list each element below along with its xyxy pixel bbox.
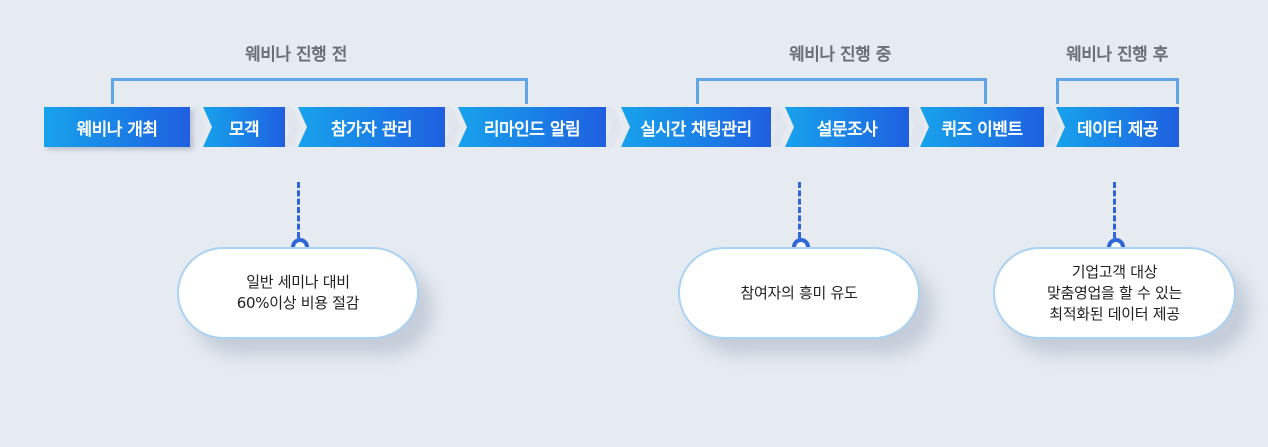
- chevron-separator-icon: [442, 107, 460, 147]
- chevron-separator-icon: [1042, 107, 1060, 147]
- phase-bracket-during: [696, 78, 987, 104]
- step-data-provision: 데이터 제공: [1056, 107, 1179, 147]
- step-participant-management: 참가자 관리: [298, 107, 445, 147]
- step-label: 실시간 채팅관리: [640, 119, 752, 140]
- chevron-separator-icon: [604, 107, 622, 147]
- step-survey: 설문조사: [785, 107, 909, 147]
- chevron-separator-icon: [769, 107, 787, 147]
- benefit-bubble-data: 기업고객 대상 맞춤영업을 할 수 있는 최적화된 데이터 제공: [993, 247, 1236, 339]
- phase-bracket-after: [1056, 78, 1179, 104]
- step-live-chat-management: 실시간 채팅관리: [621, 107, 771, 147]
- step-label: 모객: [228, 119, 260, 140]
- step-label: 웨비나 개최: [76, 119, 158, 140]
- benefit-line: 기업고객 대상: [1071, 262, 1158, 281]
- benefit-line: 60%이상 비용 절감: [236, 294, 360, 312]
- step-label: 리마인드 알림: [483, 119, 581, 140]
- step-recruitment: 모객: [203, 107, 285, 147]
- benefit-bubble-cost-saving: 일반 세미나 대비 60%이상 비용 절감: [177, 247, 419, 339]
- phase-label-before: 웨비나 진행 전: [245, 45, 347, 65]
- chevron-separator-icon: [282, 107, 300, 147]
- connector-line: [1113, 182, 1116, 238]
- phase-bracket-before: [111, 78, 528, 104]
- benefit-line: 맞춤영업을 할 수 있는: [1047, 283, 1182, 302]
- connector-line: [297, 182, 300, 238]
- step-reminder-notification: 리마인드 알림: [458, 107, 606, 147]
- step-label: 설문조사: [816, 119, 878, 140]
- chevron-separator-icon: [907, 107, 925, 147]
- chevron-separator-icon: [188, 107, 206, 147]
- phase-label-after: 웨비나 진행 후: [1066, 45, 1168, 65]
- phase-label-during: 웨비나 진행 중: [789, 45, 891, 65]
- connector-line: [798, 182, 801, 238]
- benefit-line: 일반 세미나 대비: [246, 273, 350, 291]
- step-label: 참가자 관리: [330, 119, 413, 140]
- benefit-bubble-engagement: 참여자의 흥미 유도: [678, 247, 920, 339]
- step-quiz-event: 퀴즈 이벤트: [920, 107, 1044, 147]
- step-webinar-hosting: 웨비나 개최: [44, 107, 190, 147]
- step-label: 데이터 제공: [1076, 119, 1159, 140]
- benefit-line: 최적화된 데이터 제공: [1049, 304, 1180, 323]
- step-label: 퀴즈 이벤트: [941, 119, 1023, 140]
- benefit-line: 참여자의 흥미 유도: [740, 283, 858, 302]
